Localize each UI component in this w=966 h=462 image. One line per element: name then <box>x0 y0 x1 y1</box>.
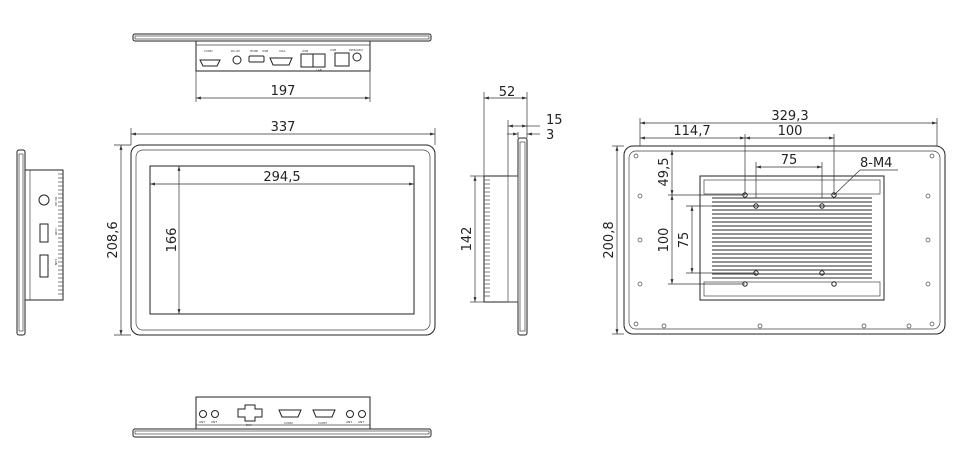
dim-vesa-75-horizontal: 75 <box>781 153 798 168</box>
port-label: DC-IN <box>54 197 58 206</box>
dim-screen-height: 166 <box>165 228 180 253</box>
dim-side-depth: 52 <box>499 85 516 100</box>
port-label: ANT <box>346 420 352 424</box>
port-label: USB <box>330 48 336 52</box>
dim-vesa-75-vertical: 75 <box>677 232 692 249</box>
screw <box>757 323 763 329</box>
screw <box>925 237 931 243</box>
rear-view: 329,3 114,7 100 75 8-M4 200,8 49,5 100 <box>602 109 946 335</box>
screw <box>633 321 639 327</box>
top-view: COM1 DC-IN HDMI USB VGA USB LAN USB PWR/… <box>132 33 432 102</box>
screw <box>861 323 867 329</box>
screw <box>637 237 643 243</box>
dim-top-connector-width: 197 <box>271 84 296 99</box>
screw <box>661 323 667 329</box>
screw <box>906 323 912 329</box>
heatsink-fins <box>58 173 63 295</box>
dim-rear-height: 200,8 <box>602 221 617 258</box>
port-label: COM3 <box>318 421 327 425</box>
screw <box>925 193 931 199</box>
screw <box>633 153 639 159</box>
port-label: LAN <box>54 259 58 265</box>
dim-hole-offset-y: 49,5 <box>657 158 672 187</box>
heatsink-fins <box>484 179 490 297</box>
port-label: COM2 <box>284 421 293 425</box>
dim-screen-width: 294,5 <box>263 170 300 185</box>
port-label: VGA <box>279 49 286 53</box>
port-label: USB <box>262 49 268 53</box>
screw <box>925 281 931 287</box>
port-label: HDMI <box>250 49 258 53</box>
dim-front-width: 337 <box>271 120 296 135</box>
screw <box>637 281 643 287</box>
top-ports <box>199 52 362 68</box>
right-side-view: 52 15 3 142 <box>460 85 563 336</box>
dim-hole-offset-x: 114,7 <box>673 124 710 139</box>
port-label: ANT <box>199 420 205 424</box>
port-label: PWR/LED <box>349 48 363 52</box>
screw <box>929 321 935 327</box>
front-view: 337 208,6 294,5 166 <box>106 120 436 336</box>
dim-vesa-100-vertical: 100 <box>657 228 672 253</box>
dim-bezel-depth: 15 <box>546 113 563 128</box>
dim-glass-depth: 3 <box>546 128 554 143</box>
port-label: DIO <box>246 423 252 427</box>
port-label: COM1 <box>204 49 213 53</box>
dim-screws: 8-M4 <box>860 156 892 171</box>
bottom-ports <box>199 404 366 422</box>
vesa-hole <box>831 281 837 287</box>
vesa-hole <box>819 270 825 276</box>
dim-side-height: 142 <box>460 227 475 252</box>
dim-vesa-100-horizontal: 100 <box>778 124 803 139</box>
dim-front-height: 208,6 <box>106 221 121 258</box>
heatsink-fins <box>712 197 872 279</box>
bottom-view: ANT ANT DIO COM2 COM3 ANT ANT <box>132 396 432 438</box>
port-label: ANT <box>358 420 364 424</box>
port-label: USB <box>302 49 308 53</box>
port-label: LAN <box>316 68 322 72</box>
screw <box>637 193 643 199</box>
port-label: COM <box>54 228 58 235</box>
screw <box>929 153 935 159</box>
port-label: ANT <box>211 420 217 424</box>
vesa-hole <box>819 203 825 209</box>
dim-rear-width: 329,3 <box>771 109 808 124</box>
left-side-view: DC-IN COM LAN <box>16 149 64 336</box>
port-label: DC-IN <box>231 49 240 53</box>
